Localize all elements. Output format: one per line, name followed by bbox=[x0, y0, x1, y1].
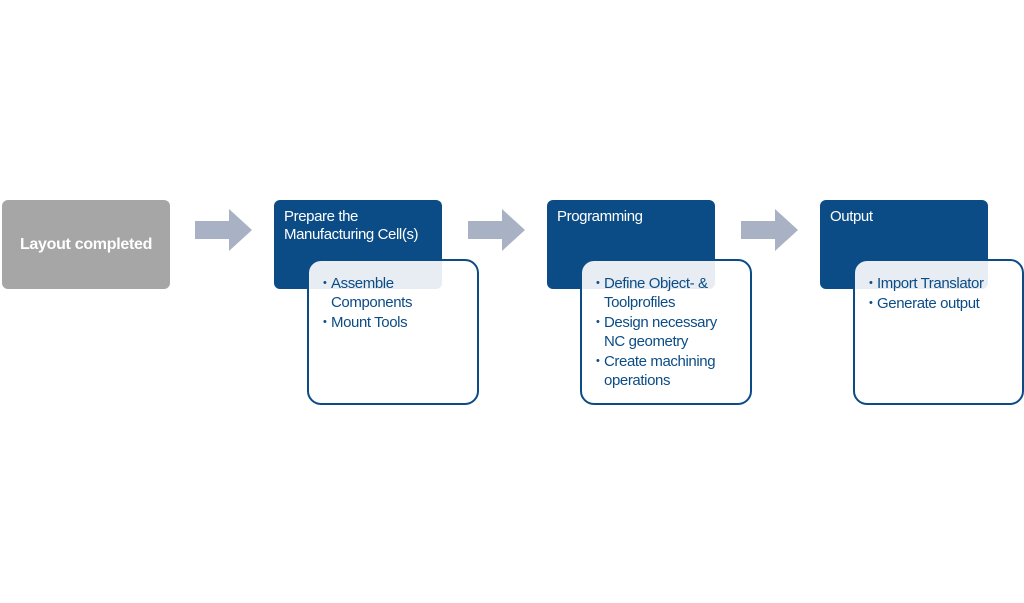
bullet-icon: • bbox=[596, 316, 600, 328]
task-item-text: Design necessary NC geometry bbox=[604, 314, 717, 350]
task-item-text: Import Translator bbox=[877, 275, 984, 292]
right-arrow-icon bbox=[195, 209, 252, 251]
stage-task-card: • Define Object- & Toolprofiles • Design n… bbox=[580, 259, 752, 405]
task-item-text: Create machining operations bbox=[604, 353, 716, 389]
task-item: • Create machining operations bbox=[596, 352, 744, 390]
task-list: • Import Translator • Generate output bbox=[869, 274, 1016, 313]
task-item-text: Mount Tools bbox=[331, 314, 408, 331]
bullet-icon: • bbox=[323, 316, 327, 328]
task-item-text: Assemble Components bbox=[331, 275, 413, 311]
task-item: • Mount Tools bbox=[323, 313, 471, 332]
task-item: • Generate output bbox=[869, 294, 1016, 313]
task-list: • Define Object- & Toolprofiles • Design n… bbox=[596, 274, 744, 390]
task-list: • Assemble Components • Mount Tools bbox=[323, 274, 471, 332]
start-step-box: Layout completed bbox=[2, 200, 170, 289]
stage-title: Programming bbox=[557, 208, 643, 225]
stage-output: Output • Import Translator • Generate outp… bbox=[820, 200, 1024, 405]
bullet-icon: • bbox=[869, 297, 873, 309]
task-item-text: Define Object- & Toolprofiles bbox=[604, 275, 708, 311]
stage-prepare: Prepare the Manufacturing Cell(s) • Assem… bbox=[274, 200, 494, 405]
task-item: • Design necessary NC geometry bbox=[596, 313, 744, 351]
bullet-icon: • bbox=[869, 277, 873, 289]
stage-task-card: • Assemble Components • Mount Tools bbox=[307, 259, 479, 405]
stage-title: Output bbox=[830, 208, 873, 225]
bullet-icon: • bbox=[323, 277, 327, 289]
task-item-text: Generate output bbox=[877, 295, 980, 312]
bullet-icon: • bbox=[596, 277, 600, 289]
stage-programming: Programming • Define Object- & Toolprofil… bbox=[547, 200, 767, 405]
task-item: • Define Object- & Toolprofiles bbox=[596, 274, 744, 312]
right-arrow-icon bbox=[468, 209, 525, 251]
task-item: • Import Translator bbox=[869, 274, 1016, 293]
right-arrow-icon bbox=[741, 209, 798, 251]
start-step-label: Layout completed bbox=[19, 235, 153, 253]
bullet-icon: • bbox=[596, 355, 600, 367]
stage-task-card: • Import Translator • Generate output bbox=[853, 259, 1024, 405]
task-item: • Assemble Components bbox=[323, 274, 471, 312]
stage-title: Prepare the Manufacturing Cell(s) bbox=[284, 208, 419, 243]
